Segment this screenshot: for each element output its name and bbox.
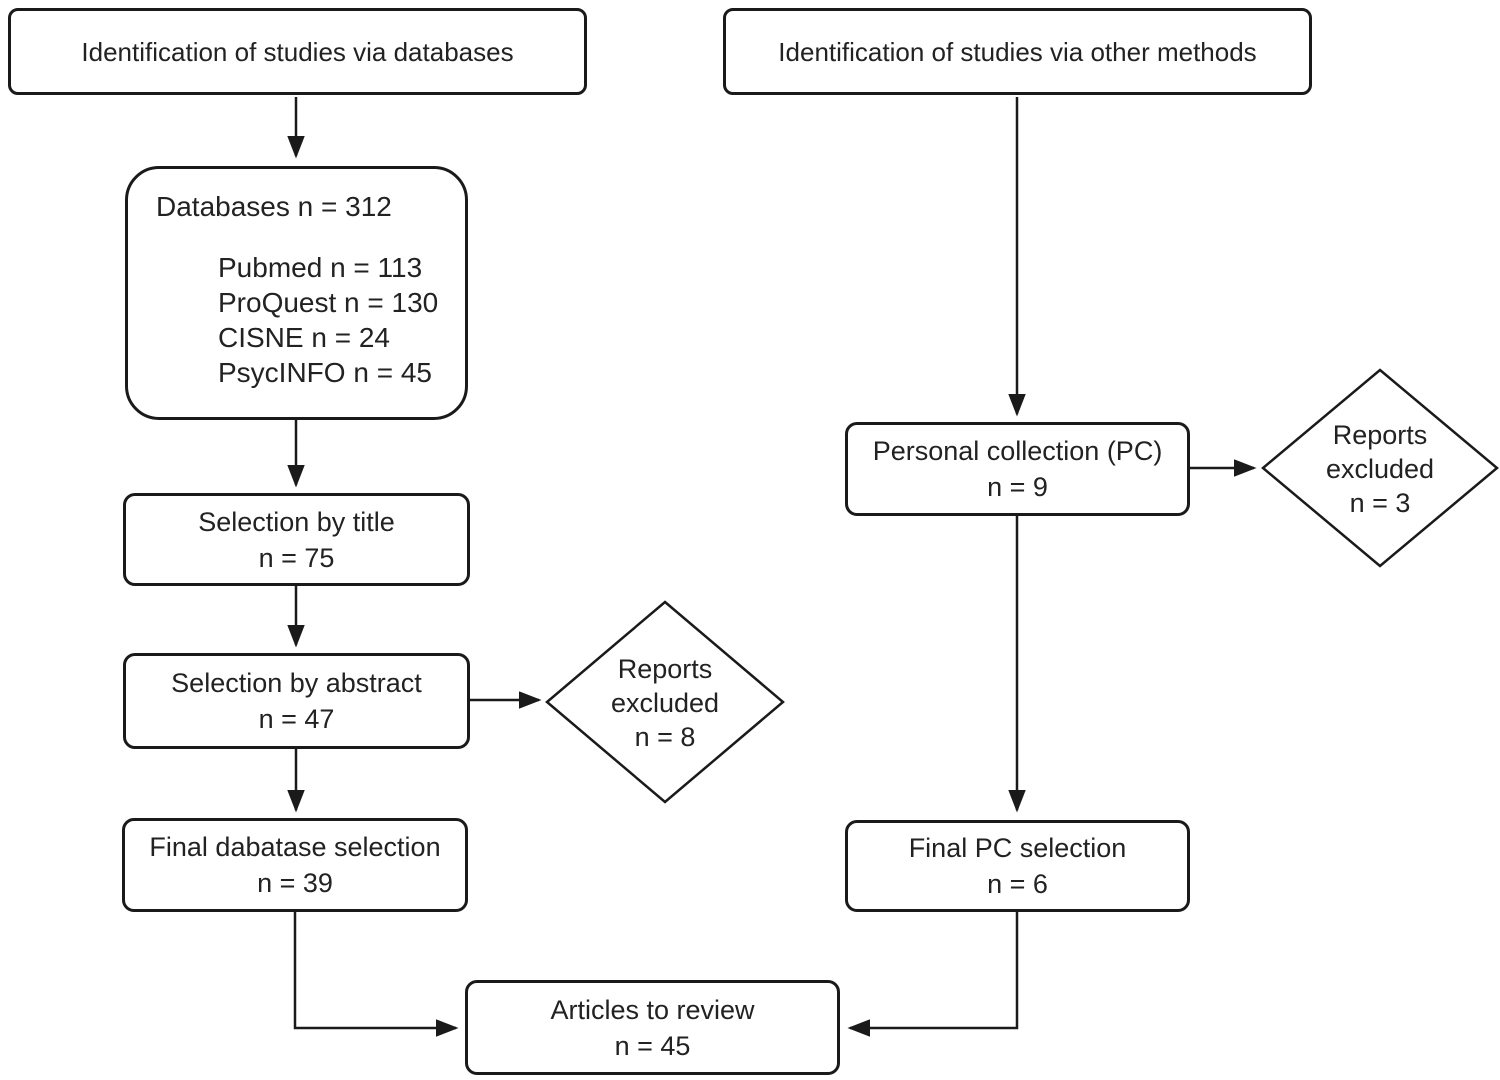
box-label: Final PC selection (908, 833, 1127, 863)
databases-title: Databases n = 312 (156, 191, 392, 222)
selection-by-title-box: Selection by title n = 75 (123, 493, 470, 586)
connector-final-db-to-articles (293, 912, 459, 1037)
box-label: Personal collection (PC) (872, 436, 1163, 466)
box-count: n = 9 (987, 472, 1048, 502)
connector-final-pc-to-articles (847, 912, 1019, 1037)
header-box-other-methods: Identification of studies via other meth… (723, 8, 1312, 95)
box-label: Articles to review (550, 994, 755, 1025)
box-count: n = 6 (987, 869, 1048, 899)
box-label: Selection by abstract (171, 668, 422, 698)
reports-excluded-diamond-right (1261, 368, 1499, 568)
final-database-selection-box: Final dabatase selection n = 39 (122, 818, 468, 912)
databases-item: Pubmed n = 113 (218, 252, 423, 283)
databases-item: PsycINFO n = 45 (218, 357, 432, 388)
box-count: n = 47 (258, 704, 335, 734)
diamond-line: excluded (1325, 454, 1435, 484)
final-pc-selection-box: Final PC selection n = 6 (845, 820, 1190, 912)
reports-excluded-label-left: Reports excluded n = 8 (555, 652, 775, 754)
diamond-line: Reports (617, 654, 713, 684)
header-box-databases: Identification of studies via databases (8, 8, 587, 95)
header-label: Identification of studies via databases (81, 36, 514, 67)
databases-item: CISNE n = 24 (218, 322, 390, 353)
box-count: n = 45 (614, 1030, 691, 1061)
databases-item: ProQuest n = 130 (218, 287, 439, 318)
box-label: Final dabatase selection (149, 832, 441, 862)
header-label: Identification of studies via other meth… (778, 36, 1257, 67)
databases-box: Databases n = 312 Pubmed n = 113 ProQues… (125, 166, 468, 420)
selection-by-abstract-box: Selection by abstract n = 47 (123, 653, 470, 749)
box-label: Selection by title (198, 506, 395, 537)
articles-to-review-box: Articles to review n = 45 (465, 980, 840, 1075)
databases-item-list: Pubmed n = 113 ProQuest n = 130 CISNE n … (218, 250, 438, 390)
diamond-count: n = 3 (1349, 488, 1411, 518)
diamond-line: excluded (610, 688, 720, 718)
diamond-line: Reports (1332, 420, 1428, 450)
diamond-count: n = 8 (634, 722, 696, 752)
reports-excluded-label-right: Reports excluded n = 3 (1270, 418, 1490, 520)
box-count: n = 39 (257, 868, 333, 898)
reports-excluded-diamond-left (545, 600, 785, 804)
personal-collection-box: Personal collection (PC) n = 9 (845, 422, 1190, 516)
box-count: n = 75 (258, 542, 335, 573)
